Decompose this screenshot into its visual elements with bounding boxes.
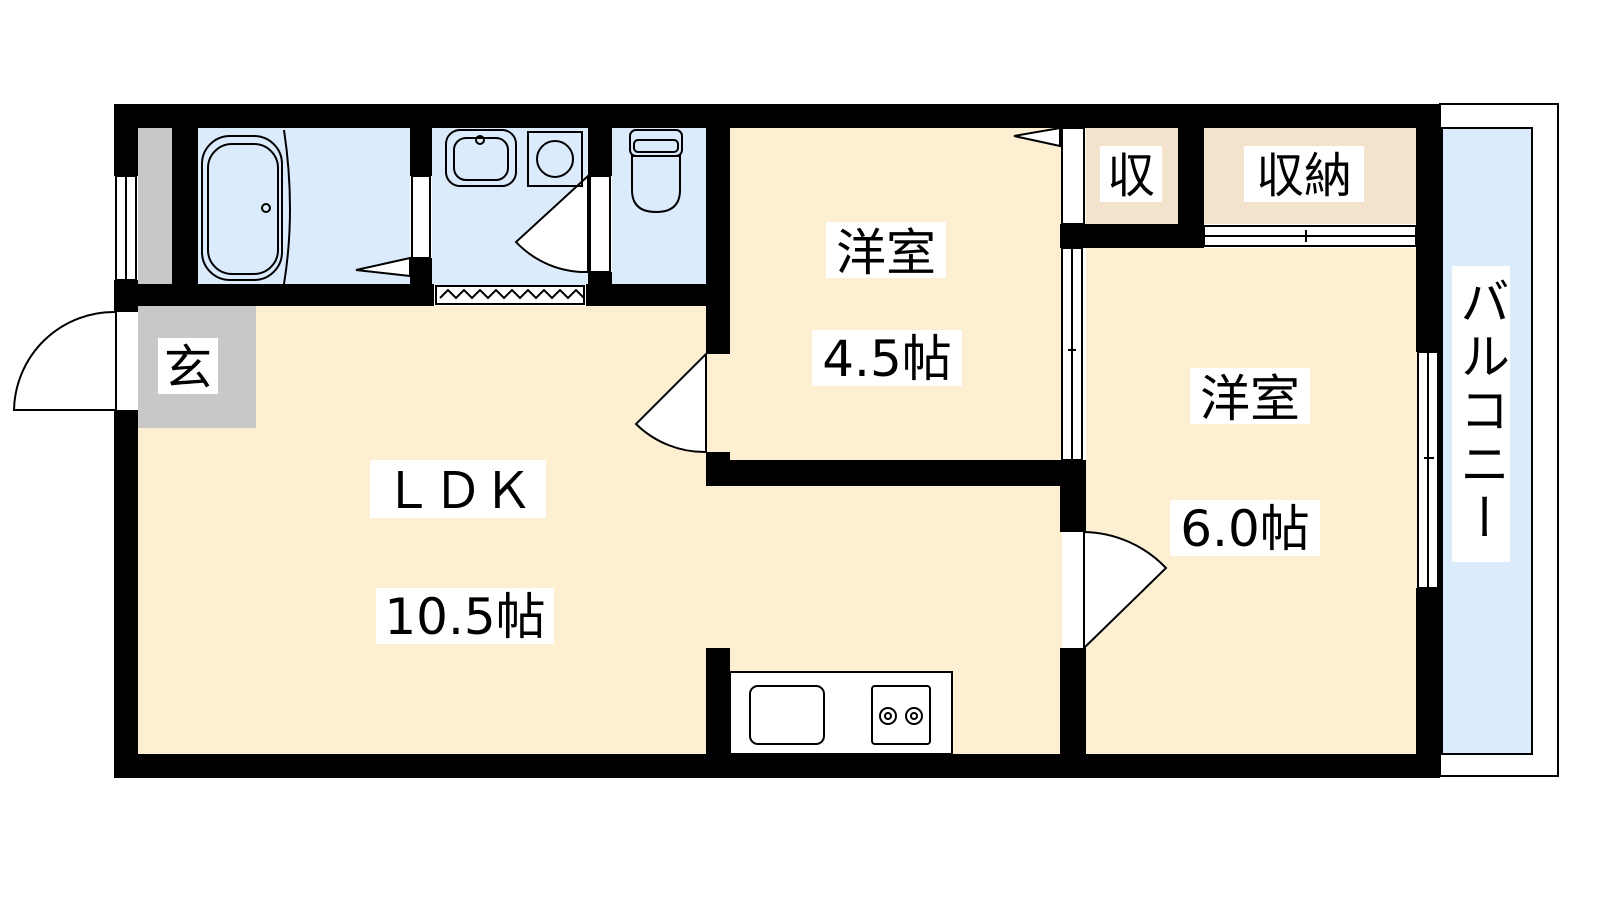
toilet-door-panel (589, 175, 611, 273)
floor-drain-pattern (439, 288, 585, 300)
sink-icon (749, 685, 825, 745)
stove-icon (871, 685, 931, 745)
wall-ab-upper (1060, 104, 1086, 128)
wall-kitchen-left (706, 648, 730, 778)
entrance-label: 玄 (164, 340, 212, 396)
wall-wet-bottom-b (586, 284, 730, 306)
bath-window (411, 175, 431, 259)
room-b-door (1083, 530, 1168, 651)
small-storage-door (1061, 127, 1085, 225)
wall-toilet-room (706, 104, 730, 354)
bath-door-leaf (355, 256, 411, 278)
wall-storage-divider (1178, 128, 1204, 248)
storage-label: 収納 (1256, 148, 1352, 204)
bathroom-floor (198, 128, 410, 286)
western-room-b-size: 6.0帖 (1180, 500, 1310, 558)
wall-left-upper (114, 104, 138, 176)
wall-wash-toilet-lower (588, 272, 612, 286)
wall-wash-toilet-upper (588, 128, 612, 176)
wall-corridor-bath (172, 128, 198, 286)
wall-bath-wash-lower (410, 258, 432, 286)
doors (12, 126, 1168, 651)
balcony-label: バルコニー (1452, 276, 1510, 546)
wall-room-a-bottom (706, 460, 1086, 486)
wall-right-lower (1416, 588, 1440, 778)
room-a-closet-leaf (1013, 126, 1061, 148)
western-room-b-label: 洋室 (1200, 370, 1300, 428)
wall-bath-wash-upper (410, 128, 432, 176)
western-room-a-size: 4.5帖 (822, 330, 952, 388)
wall-bottom (114, 754, 1440, 778)
washbasin-icon (445, 129, 517, 187)
balcony-inner-outline (1441, 127, 1533, 755)
western-room-a-floor (730, 128, 1062, 468)
balcony-outline (1439, 103, 1559, 777)
windows (115, 127, 1439, 589)
kitchen-counter (729, 671, 953, 755)
wall-right-upper (1416, 104, 1440, 352)
corridor-strip (138, 128, 172, 286)
small-storage-label: 収 (1107, 148, 1155, 204)
toilet-floor (612, 128, 708, 286)
wall-ab-lower (1060, 648, 1086, 778)
ldk-label: ＬＤＫ (383, 462, 533, 520)
fixtures (201, 129, 953, 755)
walls (114, 104, 1440, 778)
room-a-door (634, 351, 707, 454)
wall-storage-top-right (1204, 104, 1416, 128)
labels: ＬＤＫ 10.5帖 洋室 4.5帖 洋室 6.0帖 収 収納 玄 バルコニー (158, 146, 1510, 646)
wall-left-lower (114, 410, 138, 778)
wall-ab-mid (1060, 460, 1086, 532)
western-room-a-label: 洋室 (836, 224, 936, 282)
ldk-size: 10.5帖 (384, 588, 545, 646)
bathtub-icon (201, 135, 283, 281)
wall-wet-bottom-a (114, 284, 434, 306)
entrance-door (12, 310, 117, 411)
wash-door (514, 173, 589, 274)
washing-machine-icon (527, 131, 583, 187)
